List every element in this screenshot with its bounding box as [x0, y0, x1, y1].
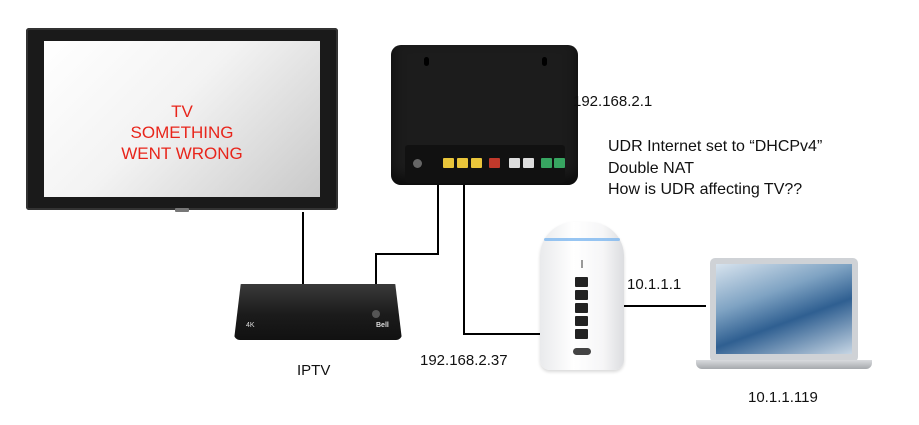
router-mount-hole [424, 57, 429, 66]
router-ip-label: 192.168.2.1 [573, 93, 653, 110]
router-mount-hole [542, 57, 547, 66]
tv-stand [175, 208, 189, 212]
router-dsl-port [541, 158, 552, 168]
udr-ip-label: 10.1.1.1 [627, 276, 682, 293]
router-lan-port [457, 158, 468, 168]
router-port-panel [405, 145, 565, 183]
note-line-2: Double NAT [608, 159, 694, 177]
set-top-box-icon: 4K Bell [234, 284, 402, 340]
note-line-1: UDR Internet set to “DHCPv4” [608, 138, 823, 155]
tv-screen: TV SOMETHING WENT WRONG [44, 41, 320, 197]
udr-led [581, 260, 583, 268]
tv-icon: TV SOMETHING WENT WRONG [26, 28, 338, 210]
laptop-icon [710, 258, 858, 362]
udr-poe-ports [573, 348, 591, 355]
udr-lan-port [575, 277, 588, 287]
router-power-port [413, 159, 422, 168]
udr-wan-port [575, 329, 588, 339]
laptop-base [696, 360, 872, 369]
tv-error-message: TV SOMETHING WENT WRONG [44, 101, 320, 164]
iptv-4k-badge: 4K [246, 322, 255, 329]
iptv-brand-logo: Bell [376, 322, 389, 329]
router-lan-port [443, 158, 454, 168]
router-lan-port [471, 158, 482, 168]
iptv-ip-label: 192.168.2.37 [420, 352, 508, 369]
udr-lan-port [575, 290, 588, 300]
router-dsl-port [554, 158, 565, 168]
udr-lan-port [575, 316, 588, 326]
notes-text: UDR Internet set to “DHCPv4” Double NAT … [608, 136, 822, 201]
note-line-3: How is UDR affecting TV?? [608, 181, 803, 198]
router-phone-port [509, 158, 520, 168]
udr-status-ring [544, 238, 620, 241]
ubiquiti-udr-icon [540, 222, 624, 370]
laptop-ip-label: 10.1.1.119 [748, 389, 818, 406]
tv-error-line-1: SOMETHING [130, 123, 234, 142]
router-phone-port [523, 158, 534, 168]
router-wan-port [489, 158, 500, 168]
tv-error-line-2: WENT WRONG [121, 144, 243, 163]
udr-lan-port [575, 303, 588, 313]
wire-router-to-iptv [375, 183, 439, 288]
router-icon [391, 45, 578, 185]
tv-label: TV [171, 102, 193, 121]
laptop-screen [716, 264, 852, 354]
iptv-label: IPTV [297, 362, 331, 379]
iptv-power-button [372, 310, 380, 318]
